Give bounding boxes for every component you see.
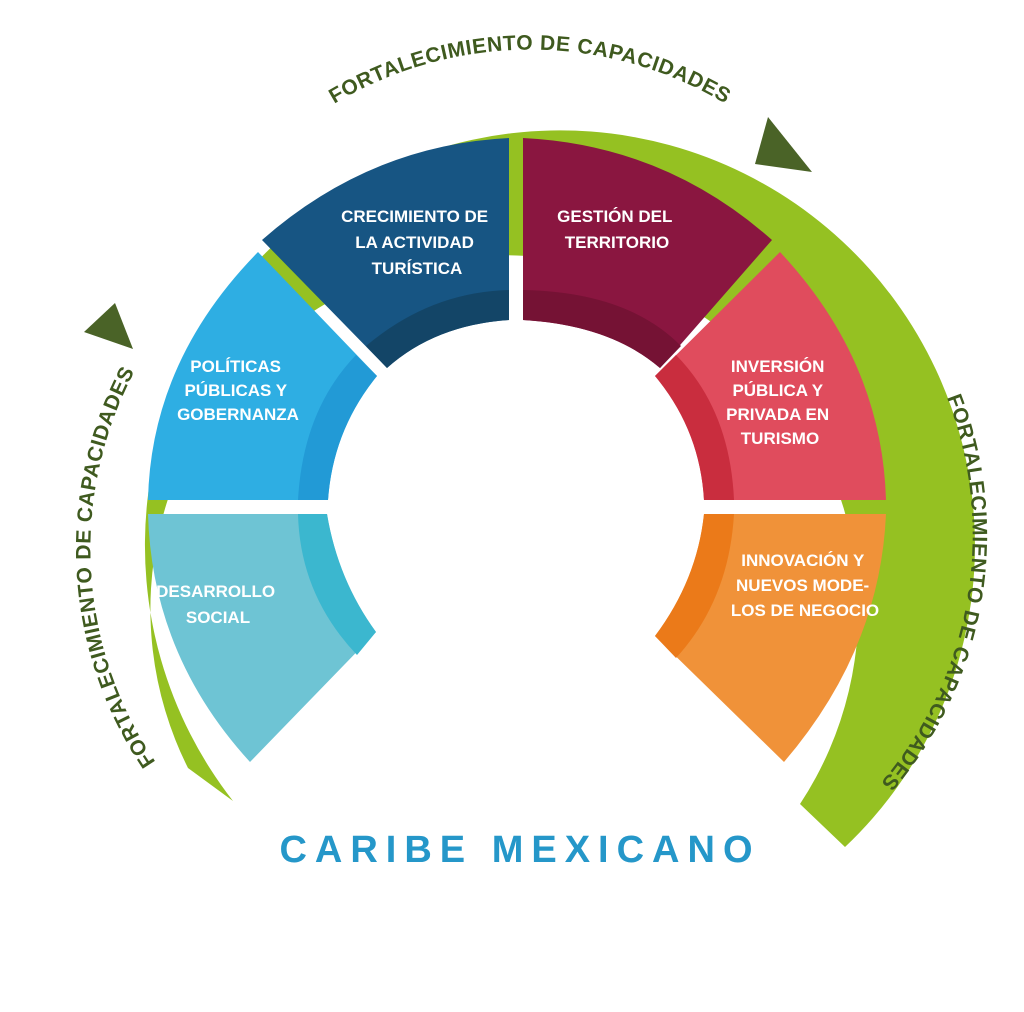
segment-desarrollo-social: DESARROLLO SOCIAL bbox=[148, 514, 376, 762]
segment-inner-band bbox=[523, 290, 681, 368]
segment-label: POLÍTICAS PÚBLICAS Y GOBERNANZA bbox=[177, 357, 299, 424]
segment-label: GESTIÓN DEL TERRITORIO bbox=[557, 207, 677, 252]
segment-label: INVERSIÓN PÚBLICA Y PRIVADA EN TURISMO bbox=[726, 357, 834, 448]
segment-inversion-publica: INVERSIÓN PÚBLICA Y PRIVADA EN TURISMO bbox=[655, 252, 886, 500]
segment-inner-band bbox=[298, 514, 376, 655]
segment-politicas-publicas: POLÍTICAS PÚBLICAS Y GOBERNANZA bbox=[148, 252, 377, 500]
segment-inner-band bbox=[298, 355, 377, 500]
ring-label-top: FORTALECIMIENTO DE CAPACIDADES bbox=[325, 32, 735, 109]
brand-logo: CARIBE MEXICANO bbox=[279, 829, 760, 871]
segment-inner-band bbox=[366, 290, 509, 368]
segment-inner-band bbox=[655, 355, 734, 500]
brand-wordmark: CARIBE MEXICANO bbox=[279, 829, 760, 871]
segment-inner-band bbox=[655, 514, 734, 658]
segment-gestion-territorio: GESTIÓN DEL TERRITORIO bbox=[523, 138, 772, 368]
segment-label: CRECIMIENTO DE LA ACTIVIDAD TURÍSTICA bbox=[341, 207, 493, 278]
segment-innovacion: INNOVACIÓN Y NUEVOS MODE- LOS DE NEGOCIO bbox=[655, 514, 886, 762]
ring-arrow-icon-top bbox=[755, 117, 812, 172]
segment-label: DESARROLLO SOCIAL bbox=[156, 582, 280, 627]
segment-label: INNOVACIÓN Y NUEVOS MODE- LOS DE NEGOCIO bbox=[731, 551, 879, 620]
segment-crecimiento-actividad: CRECIMIENTO DE LA ACTIVIDAD TURÍSTICA bbox=[262, 138, 509, 368]
ring-arrow-icon-left bbox=[84, 303, 133, 349]
segments: DESARROLLO SOCIAL POLÍTICAS PÚBLICAS Y G… bbox=[148, 138, 886, 762]
